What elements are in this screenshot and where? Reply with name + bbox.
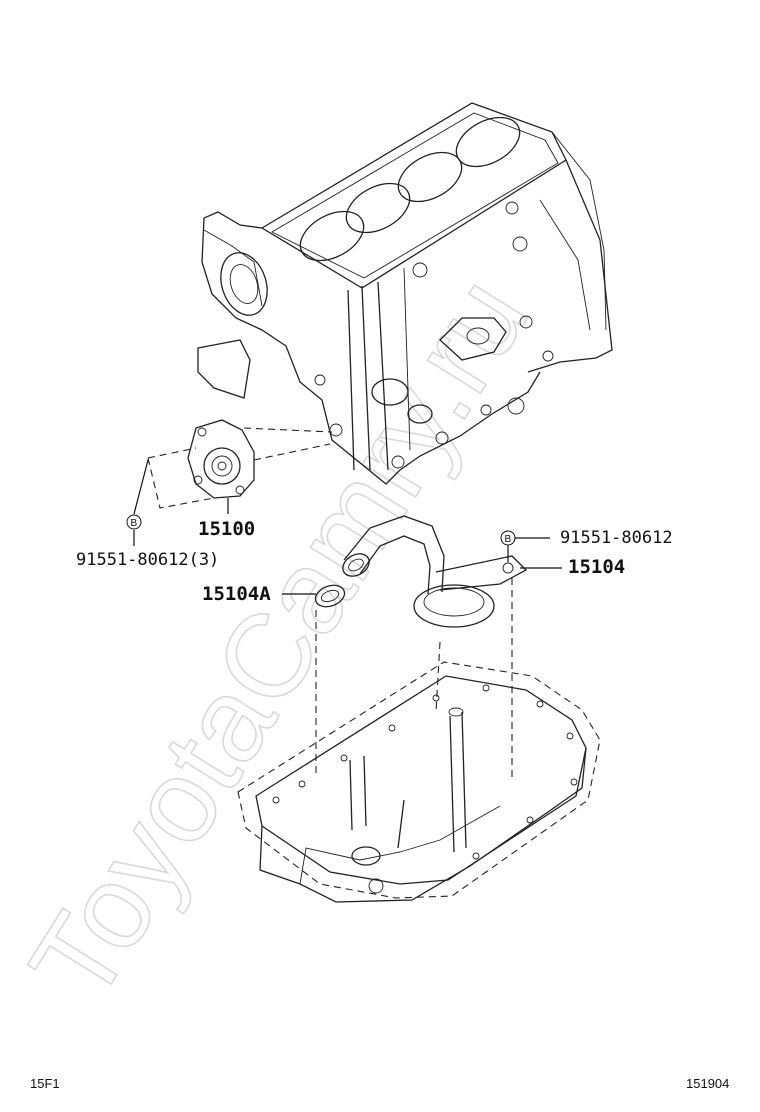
watermark: ToyotaCamry.ru	[5, 255, 554, 1024]
oil-pump	[187, 419, 255, 499]
bolt-symbol-left: B	[126, 514, 142, 530]
label-gasket: 15104A	[202, 583, 271, 605]
svg-text:B: B	[505, 534, 512, 545]
label-strainer: 15104	[568, 556, 625, 578]
strainer-gasket	[314, 584, 346, 608]
label-strainer-bolt: 91551-80612	[560, 528, 673, 548]
svg-text:B: B	[131, 518, 138, 529]
label-oil-pump-bolt: 91551-80612(3)	[76, 550, 219, 570]
oil-pan	[237, 661, 601, 903]
engine-block	[197, 102, 613, 485]
oil-strainer	[342, 515, 528, 628]
footer-right-code: 151904	[686, 1076, 729, 1091]
footer-left-code: 15F1	[30, 1076, 60, 1091]
label-oil-pump: 15100	[198, 518, 255, 540]
bolt-symbol-right: B	[500, 530, 516, 546]
